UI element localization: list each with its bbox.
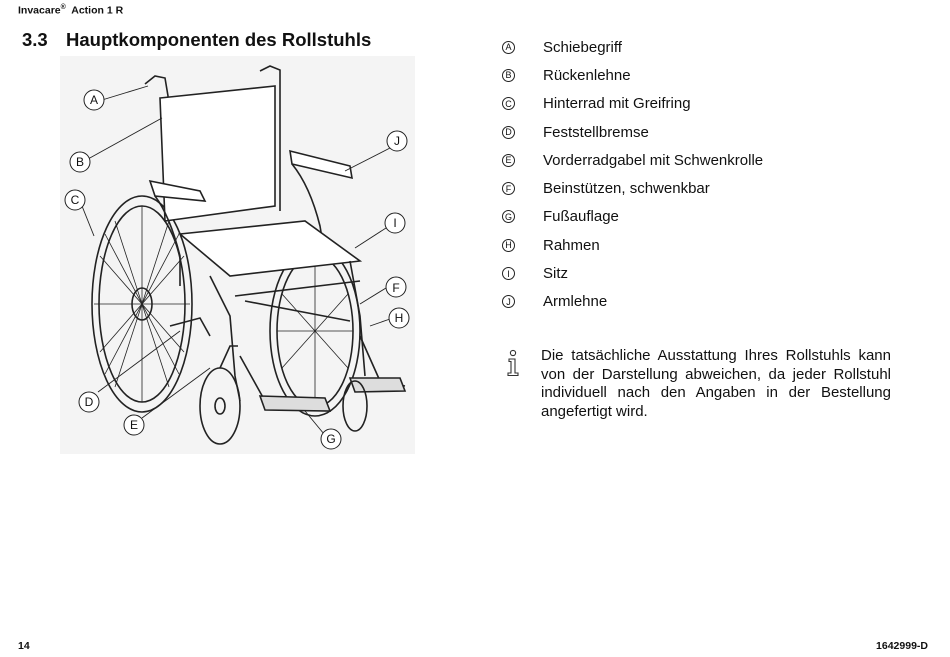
legend-item: E Vorderradgabel mit Schwenkrolle [500,146,920,174]
callout-g: G [326,432,335,446]
legend-item: J Armlehne [500,288,920,316]
callout-e: E [130,418,138,432]
info-text: Die tatsächliche Ausstattung Ihres Rolls… [541,347,891,420]
section-heading: 3.3 Hauptkomponenten des Rollstuhls [22,29,371,51]
legend-letter: A [502,40,515,54]
legend-letter: E [502,153,515,167]
registered-mark: ® [60,4,66,11]
header-product: Action 1 R [71,4,124,17]
legend-label: Sitz [543,265,569,283]
legend-letter: F [502,182,515,196]
legend-letter: C [502,97,515,111]
legend-letter: D [502,125,515,139]
legend-item: H Rahmen [500,231,920,259]
legend-item: F Beinstützen, schwenkbar [500,174,920,202]
legend-label: Hinterrad mit Greifring [543,95,691,113]
legend-label: Feststellbremse [543,123,649,141]
legend-letter: G [502,210,515,224]
wheelchair-illustration: A B C D E F G H I J [60,56,415,454]
legend-item: A Schiebegriff [500,33,920,61]
legend-letter: B [502,68,515,82]
component-legend: A Schiebegriff B Rückenlehne C Hinterrad mi… [500,33,920,316]
legend-label: Fußauflage [543,208,619,226]
section-title: Hauptkomponenten des Rollstuhls [66,29,372,50]
legend-item: I Sitz [500,259,920,287]
callout-c: C [71,193,80,207]
callout-j: J [394,134,400,148]
legend-label: Armlehne [543,293,608,311]
callout-b: B [76,155,84,169]
legend-letter: J [502,295,515,309]
legend-letter: H [502,238,515,252]
legend-letter: I [502,267,515,281]
callout-a: A [90,93,98,107]
legend-label: Rahmen [543,236,600,254]
info-icon [506,349,520,382]
callout-h: H [395,311,404,325]
callout-d: D [85,395,94,409]
header-brand: Invacare [18,4,61,17]
legend-label: Vorderradgabel mit Schwenkrolle [543,151,764,169]
legend-item: B Rückenlehne [500,61,920,89]
callout-i: I [393,216,396,230]
wheelchair-drawing: A B C D E F G H I J [60,56,415,454]
page-number: 14 [18,640,30,652]
page-header: Invacare® Action 1 R [18,4,123,17]
legend-item: G Fußauflage [500,203,920,231]
callout-f: F [392,281,399,295]
legend-item: C Hinterrad mit Greifring [500,90,920,118]
legend-label: Schiebegriff [543,38,622,56]
section-number: 3.3 [22,29,48,50]
legend-label: Rückenlehne [543,66,631,84]
document-id: 1642999-D [876,640,928,652]
legend-item: D Feststellbremse [500,118,920,146]
legend-label: Beinstützen, schwenkbar [543,180,710,198]
